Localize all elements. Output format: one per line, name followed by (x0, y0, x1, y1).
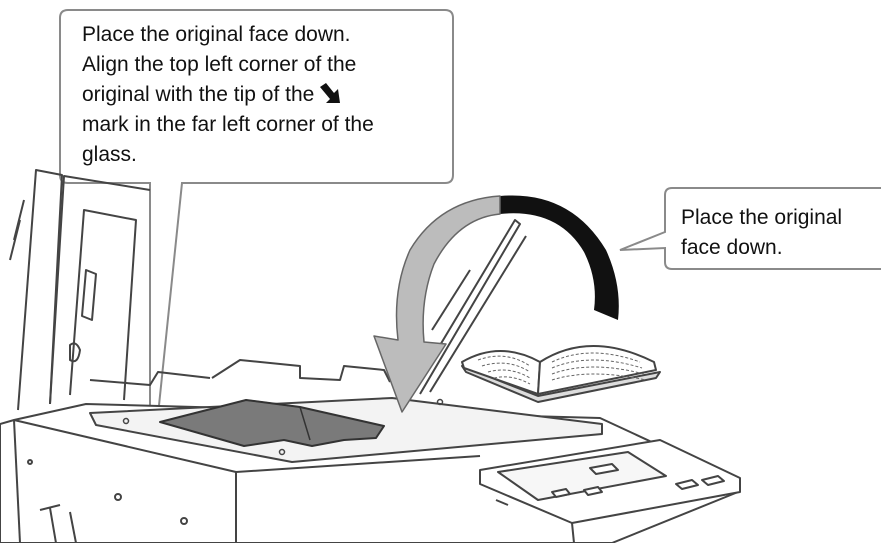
callout-left-line-3: original with the tip of the (82, 80, 374, 110)
callout-left-line-3-text: original with the tip of the (82, 83, 314, 106)
callout-left-line-2: Align the top left corner of the (82, 50, 374, 80)
callout-left-text: Place the original face down. Align the … (82, 20, 374, 170)
callout-left-line-1: Place the original face down. (82, 20, 374, 50)
open-book-icon (462, 346, 660, 402)
copier-lid (10, 170, 390, 410)
corner-arrow-icon (318, 81, 342, 105)
callout-left-line-4: mark in the far left corner of the (82, 110, 374, 140)
callout-left-line-5: glass. (82, 140, 374, 170)
callout-right-line-2: face down. (681, 233, 842, 263)
callout-right-text: Place the original face down. (681, 203, 842, 263)
callout-right-line-1: Place the original (681, 203, 842, 233)
